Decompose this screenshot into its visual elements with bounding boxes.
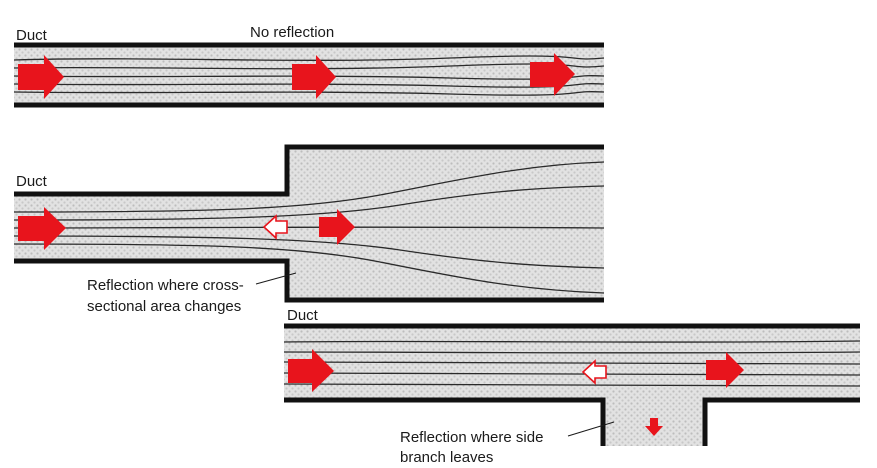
- side-branch-caption-line2: branch leaves: [400, 449, 494, 466]
- expanding-duct-arrows: [18, 207, 355, 250]
- side-branch-right-wall: [702, 397, 860, 446]
- duct-label-middle: Duct: [16, 173, 47, 190]
- solid-red-arrow-icon: [319, 209, 355, 245]
- expanding-duct-interior: [14, 147, 604, 300]
- solid-red-arrow-icon: [706, 352, 744, 388]
- solid-red-arrow-icon: [292, 55, 336, 99]
- side-branch-streamlines: [283, 340, 861, 387]
- straight-duct: [13, 42, 605, 108]
- solid-red-arrow-icon: [18, 55, 64, 99]
- duct-label-top: Duct: [16, 27, 47, 44]
- solid-red-arrow-icon: [530, 53, 575, 96]
- solid-red-arrow-icon: [18, 207, 66, 250]
- expanding-duct-top-wall: [14, 144, 604, 197]
- duct-label-bottom: Duct: [287, 307, 318, 324]
- small-red-down-arrow-icon: [645, 418, 663, 436]
- side-branch-caption-line1: Reflection where side: [400, 429, 544, 446]
- area-change-caption-line1: Reflection where cross-: [87, 277, 244, 294]
- area-change-caption-line2: sectional area changes: [87, 298, 242, 315]
- expanding-duct-bottom-wall: [14, 258, 604, 303]
- side-branch-duct-interior: [284, 326, 860, 446]
- straight-duct-streamlines: [13, 55, 605, 96]
- side-branch-duct: [283, 323, 861, 446]
- solid-red-arrow-icon: [288, 349, 334, 392]
- no-reflection-label: No reflection: [250, 24, 335, 41]
- side-branch-leader-line: [567, 421, 615, 437]
- outline-red-arrow-icon: [262, 214, 288, 240]
- area-change-leader-line: [255, 272, 297, 285]
- side-branch-left-wall: [284, 397, 606, 446]
- expanding-duct: [13, 144, 605, 303]
- straight-duct-arrows: [18, 53, 575, 99]
- outline-red-arrow-icon: [581, 359, 607, 385]
- side-branch-arrows: [288, 349, 744, 436]
